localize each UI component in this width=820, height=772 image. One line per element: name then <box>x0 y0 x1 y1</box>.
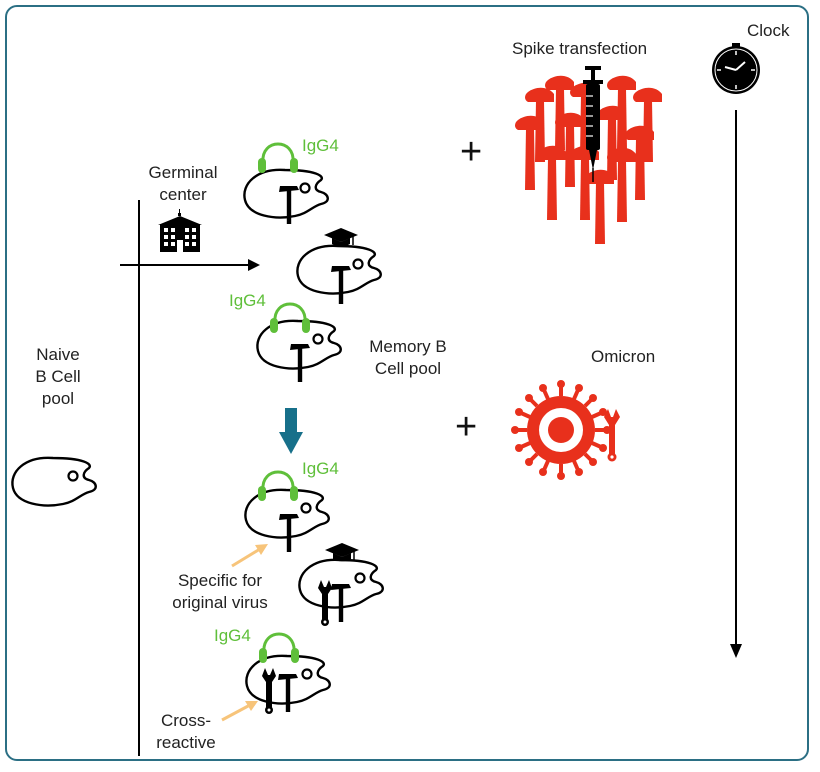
down-arrow <box>279 408 303 454</box>
syringe-icon <box>583 66 603 182</box>
figure-frame <box>5 5 809 761</box>
spike-transfection-label: Spike transfection <box>512 39 648 58</box>
pointer-arrow <box>221 701 258 722</box>
cross-reactive-label: Cross- reactive <box>156 711 216 752</box>
igg4-label: IgG4 <box>214 626 251 645</box>
b-cell-icon <box>11 456 97 507</box>
plus-sign: + <box>455 406 478 448</box>
specific-label: Specific for original virus <box>172 571 268 612</box>
building-icon <box>158 209 202 252</box>
omicron-label: Omicron <box>591 347 656 366</box>
graduation-cap-icon <box>324 542 360 562</box>
graduation-cap-icon <box>323 227 359 247</box>
wrench-icon <box>604 409 620 462</box>
igg4-label: IgG4 <box>302 136 339 155</box>
clock-label: Clock <box>747 21 790 40</box>
memory-pool-label: Memory B Cell pool <box>369 337 447 378</box>
clock-icon <box>712 43 760 94</box>
b-cell-icon <box>243 168 329 219</box>
virus-icon <box>511 380 611 480</box>
pointer-arrow <box>231 544 268 568</box>
plus-sign: + <box>460 131 483 173</box>
naive-pool-label: Naive B Cell pool <box>35 345 81 408</box>
igg4-label: IgG4 <box>302 459 339 478</box>
igg4-label: IgG4 <box>229 291 266 310</box>
germinal-center-label: Germinal center <box>148 163 218 204</box>
